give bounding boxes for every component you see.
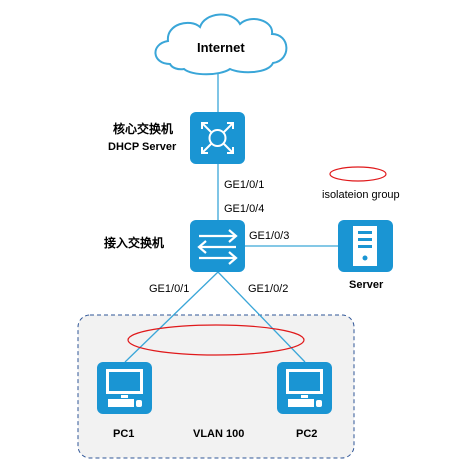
internet-cloud: [154, 13, 288, 76]
server-icon: [338, 220, 393, 272]
port-access-up: GE1/0/4: [224, 203, 265, 215]
core-switch-icon: [190, 112, 245, 164]
vlan-label: VLAN 100: [193, 428, 245, 440]
isolation-legend-ellipse: [329, 166, 387, 182]
core-switch-name: 核心交换机: [113, 122, 174, 136]
link-access-pc1: [124, 271, 219, 363]
pc2-label: PC2: [296, 428, 318, 440]
pc1-icon: [97, 362, 152, 414]
pc1-label: PC1: [113, 428, 135, 440]
vlan-100-area: [77, 314, 355, 459]
server-label: Server: [349, 279, 384, 291]
port-access-pc1: GE1/0/1: [149, 283, 190, 295]
port-access-pc2: GE1/0/2: [248, 283, 289, 295]
link-access-pc2: [217, 271, 306, 363]
internet-label: Internet: [197, 40, 245, 55]
access-switch-name: 接入交换机: [104, 236, 165, 250]
isolation-group-ellipse: [127, 324, 305, 356]
port-core-down: GE1/0/1: [224, 179, 265, 191]
isolation-group-label: isolateion group: [322, 189, 400, 201]
access-switch-icon: [190, 220, 245, 272]
port-access-server: GE1/0/3: [249, 230, 290, 242]
pc2-icon: [277, 362, 332, 414]
core-switch-role: DHCP Server: [108, 141, 177, 153]
